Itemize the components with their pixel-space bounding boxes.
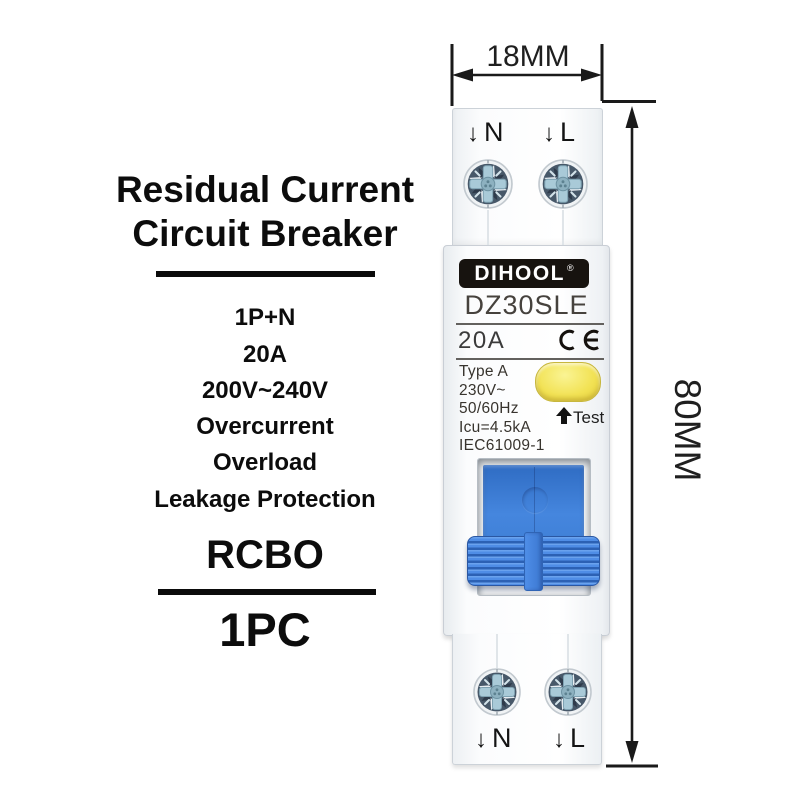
down-arrow-icon: ↓ bbox=[543, 120, 555, 147]
panel-seam bbox=[533, 467, 535, 545]
spec-frequency: 50/60Hz bbox=[459, 400, 519, 417]
terminal-label-l: ↓ L bbox=[543, 117, 576, 147]
screw-icon bbox=[544, 668, 592, 716]
down-arrow-icon: ↓ bbox=[553, 726, 565, 753]
screw-icon bbox=[538, 159, 588, 209]
registered-trademark: ® bbox=[567, 263, 574, 273]
category-label: RCBO bbox=[206, 533, 324, 577]
product-description: Residual Current Circuit Breaker 1P+N 20… bbox=[85, 0, 445, 800]
current-rating: 20A bbox=[458, 327, 506, 354]
ce-mark-icon bbox=[559, 329, 599, 351]
height-dimension-label: 80MM bbox=[667, 378, 708, 482]
terminal-label-n: ↓ N bbox=[475, 723, 512, 753]
model-number: DZ30SLE bbox=[464, 290, 589, 320]
breaker-body: DIHOOL ® DZ30SLE 20A Type A 230V~ 50/60H… bbox=[443, 245, 610, 636]
page-title: Circuit Breaker bbox=[132, 213, 398, 254]
spec-voltage: 230V~ bbox=[459, 381, 506, 399]
divider bbox=[456, 323, 604, 325]
brand-name: DIHOOL bbox=[474, 261, 566, 285]
spec-voltage: 200V~240V bbox=[201, 377, 329, 404]
test-button bbox=[535, 362, 601, 402]
spec-overload: Overload bbox=[212, 449, 318, 476]
bottom-terminal-block: ↓ N ↓ L bbox=[452, 634, 602, 765]
page-title: Residual Current bbox=[115, 169, 415, 210]
terminal-label-n: ↓ N bbox=[467, 117, 504, 147]
down-arrow-icon: ↓ bbox=[475, 726, 487, 753]
spec-poles: 1P+N bbox=[234, 304, 296, 331]
width-dimension-label: 18MM bbox=[486, 40, 570, 73]
toggle-handle bbox=[467, 532, 600, 591]
spec-leakage: Leakage Protection bbox=[154, 486, 376, 513]
divider bbox=[158, 589, 376, 595]
spec-current: 20A bbox=[242, 341, 288, 368]
spec-overcurrent: Overcurrent bbox=[196, 413, 334, 440]
mold-seam bbox=[567, 634, 569, 668]
screw-icon bbox=[473, 668, 521, 716]
screw-icon bbox=[463, 159, 513, 209]
up-arrow-icon bbox=[556, 407, 572, 424]
mold-seam bbox=[562, 210, 564, 246]
spec-icu: Icu=4.5kA bbox=[459, 418, 532, 436]
panel-circle-mark bbox=[522, 487, 548, 513]
top-terminal-block: ↓ N ↓ L bbox=[452, 108, 603, 246]
terminal-label-l: ↓ L bbox=[553, 723, 586, 753]
test-button-label: Test bbox=[573, 408, 605, 427]
divider bbox=[156, 271, 375, 277]
spec-printed-block: Type A 230V~ 50/60Hz Icu=4.5kA IEC61009-… bbox=[459, 363, 545, 456]
mold-seam bbox=[487, 210, 489, 246]
spec-standard: IEC61009-1 bbox=[459, 437, 545, 454]
down-arrow-icon: ↓ bbox=[467, 120, 479, 147]
brand-label: DIHOOL ® bbox=[459, 259, 589, 288]
toggle-handle-tab bbox=[524, 532, 543, 591]
spec-type: Type A bbox=[459, 363, 509, 380]
divider bbox=[456, 358, 604, 360]
quantity-label: 1PC bbox=[219, 603, 311, 656]
mold-seam bbox=[496, 634, 498, 668]
